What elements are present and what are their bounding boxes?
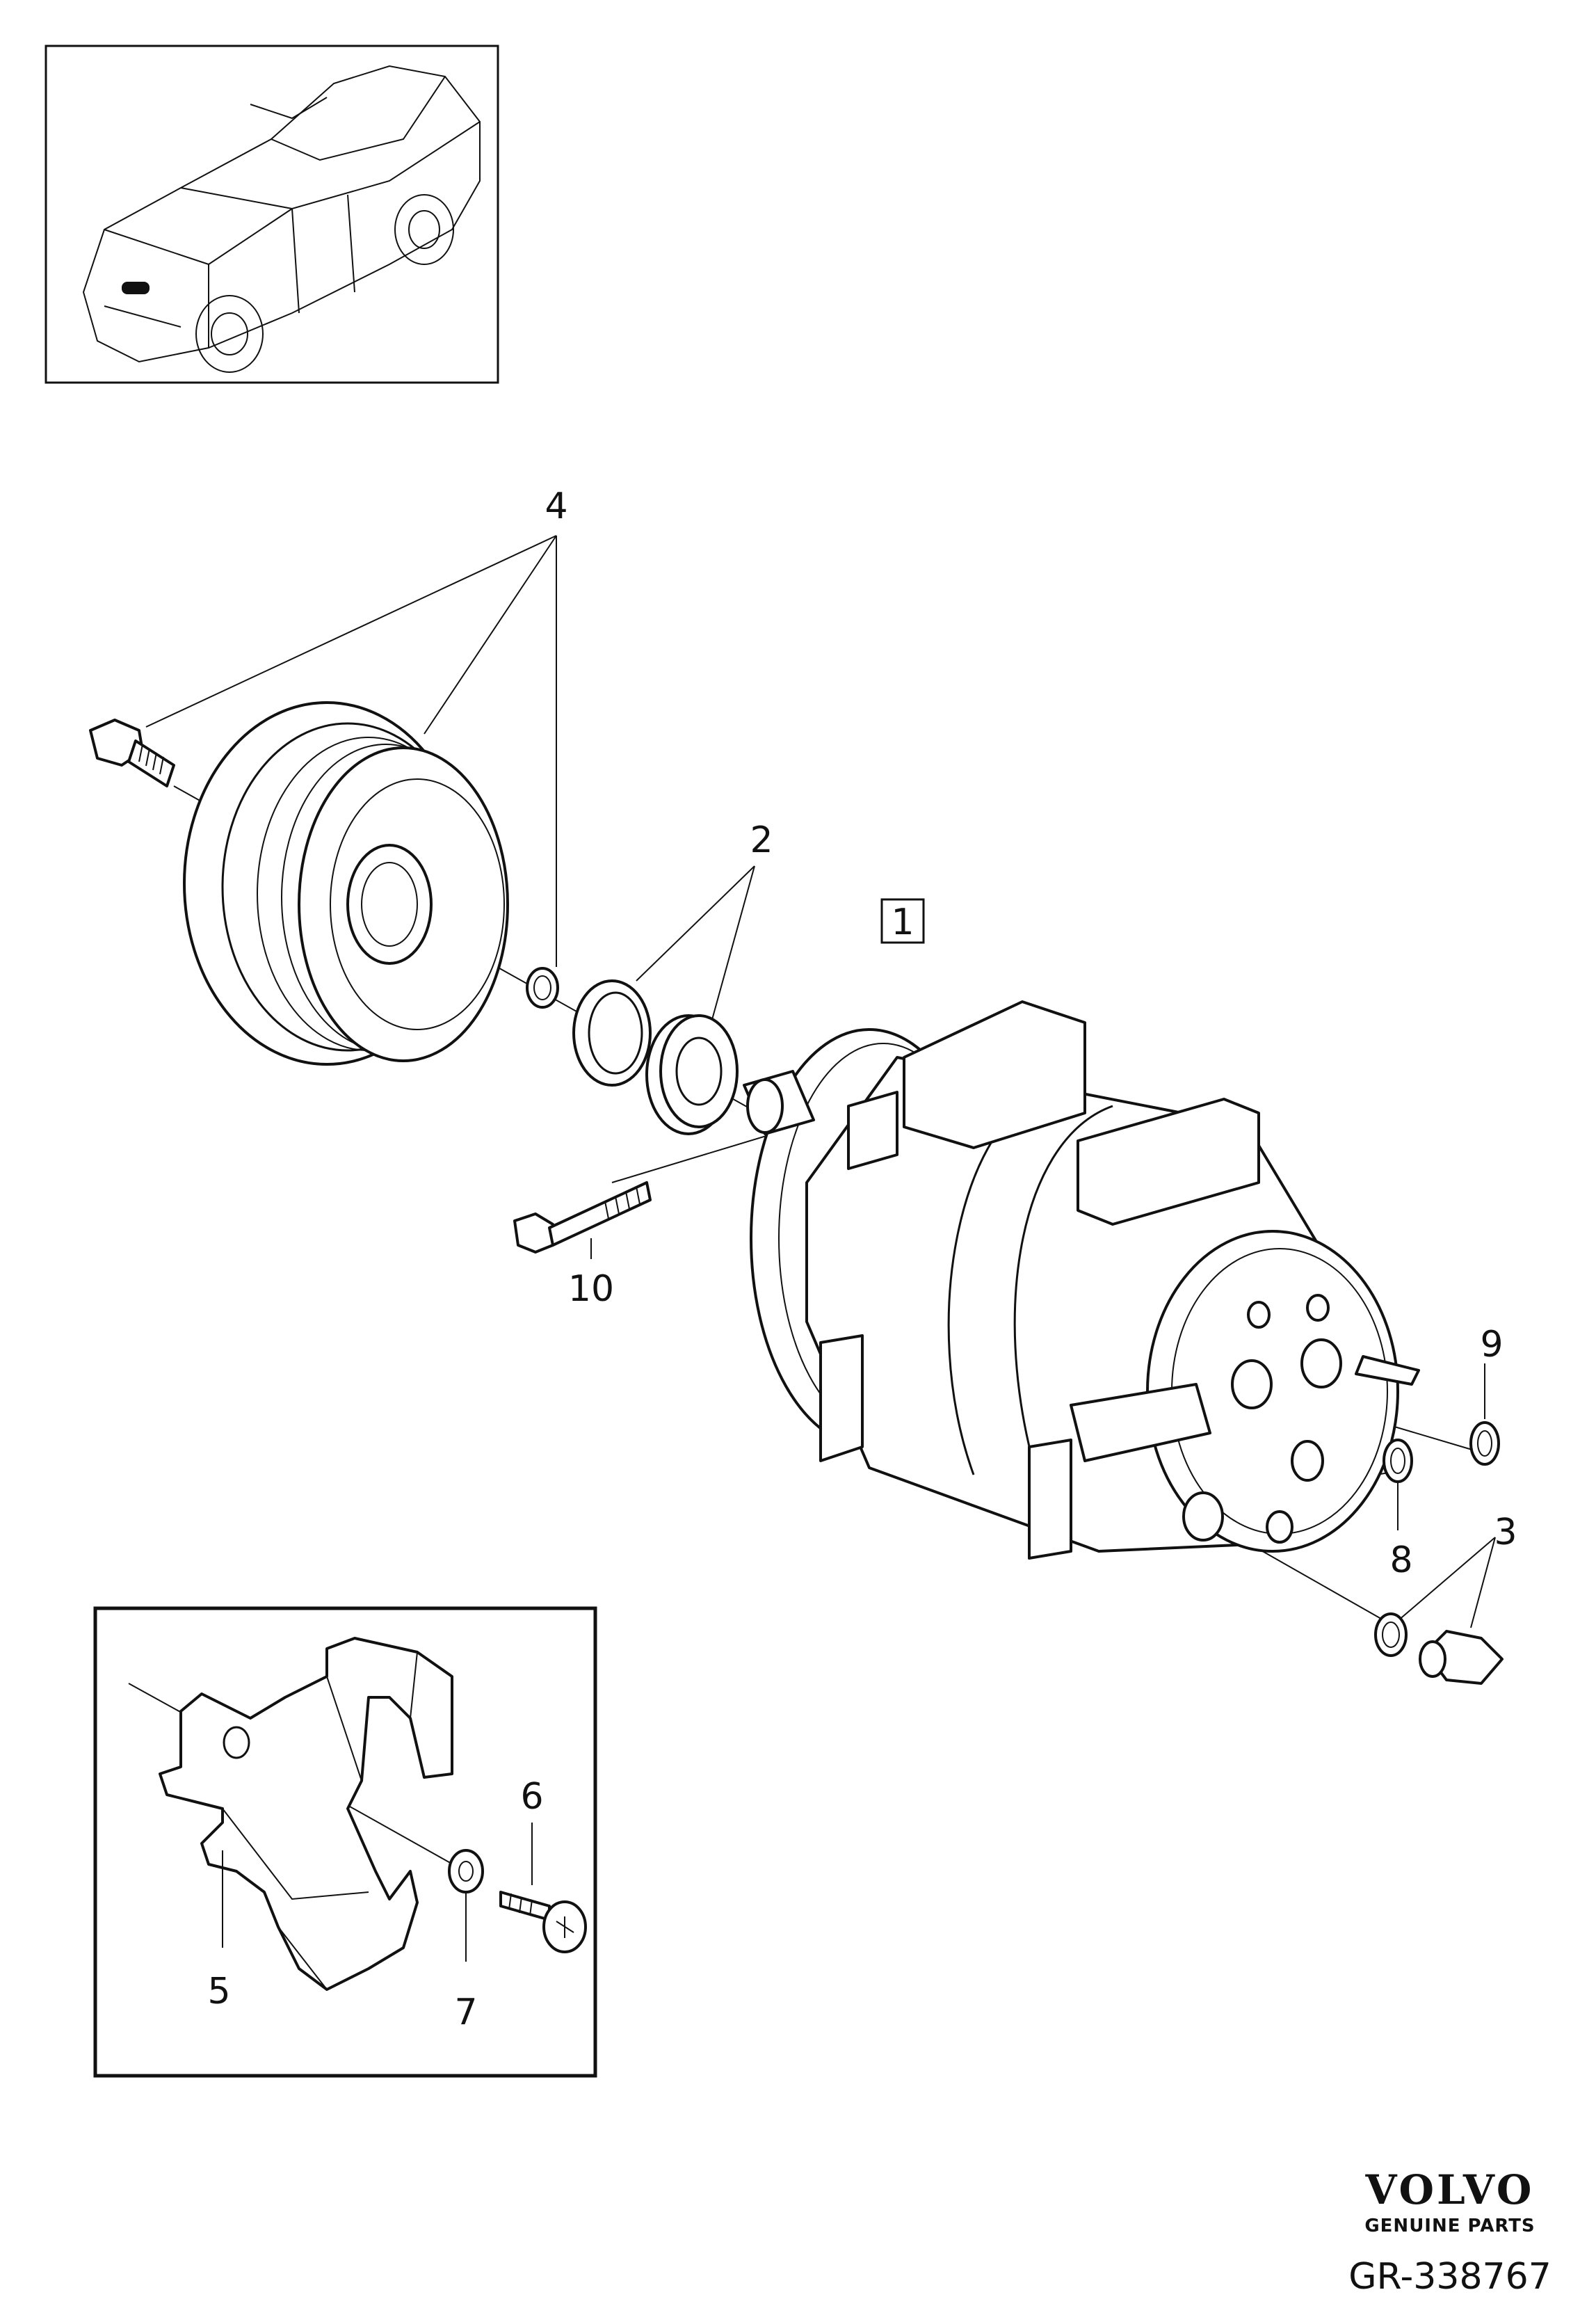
bracket-inset (93, 1606, 597, 2078)
o-ring-3 (1374, 1612, 1408, 1657)
pulley-bolt (89, 719, 175, 787)
callout-1-box: 1 (880, 898, 925, 944)
callout-5: 5 (207, 1971, 230, 2012)
callout-3: 3 (1494, 1512, 1517, 1553)
callout-2: 2 (750, 819, 773, 861)
brand-logo: VOLVO (1365, 2166, 1535, 2213)
o-ring-9 (1469, 1421, 1500, 1466)
circlip (572, 979, 652, 1087)
o-ring-8 (1383, 1439, 1413, 1483)
callout-1: 1 (891, 902, 914, 943)
callout-9: 9 (1480, 1324, 1503, 1366)
vehicle-thumbnail (45, 45, 499, 384)
brand-tagline: GENUINE PARTS (1364, 2216, 1535, 2236)
ac-compressor (743, 1000, 1420, 1560)
drain-plug (1419, 1630, 1504, 1685)
callout-8: 8 (1389, 1539, 1412, 1581)
washer-4 (526, 967, 559, 1009)
pulley (183, 701, 509, 1066)
callout-7: 7 (454, 1992, 477, 2033)
callout-4: 4 (545, 486, 567, 527)
shaft-seal (645, 1014, 739, 1135)
compressor-bolt (513, 1181, 652, 1254)
diagram-reference: GR-338767 (1348, 2256, 1551, 2298)
callout-10: 10 (568, 1268, 614, 1310)
callout-6: 6 (520, 1776, 543, 1818)
